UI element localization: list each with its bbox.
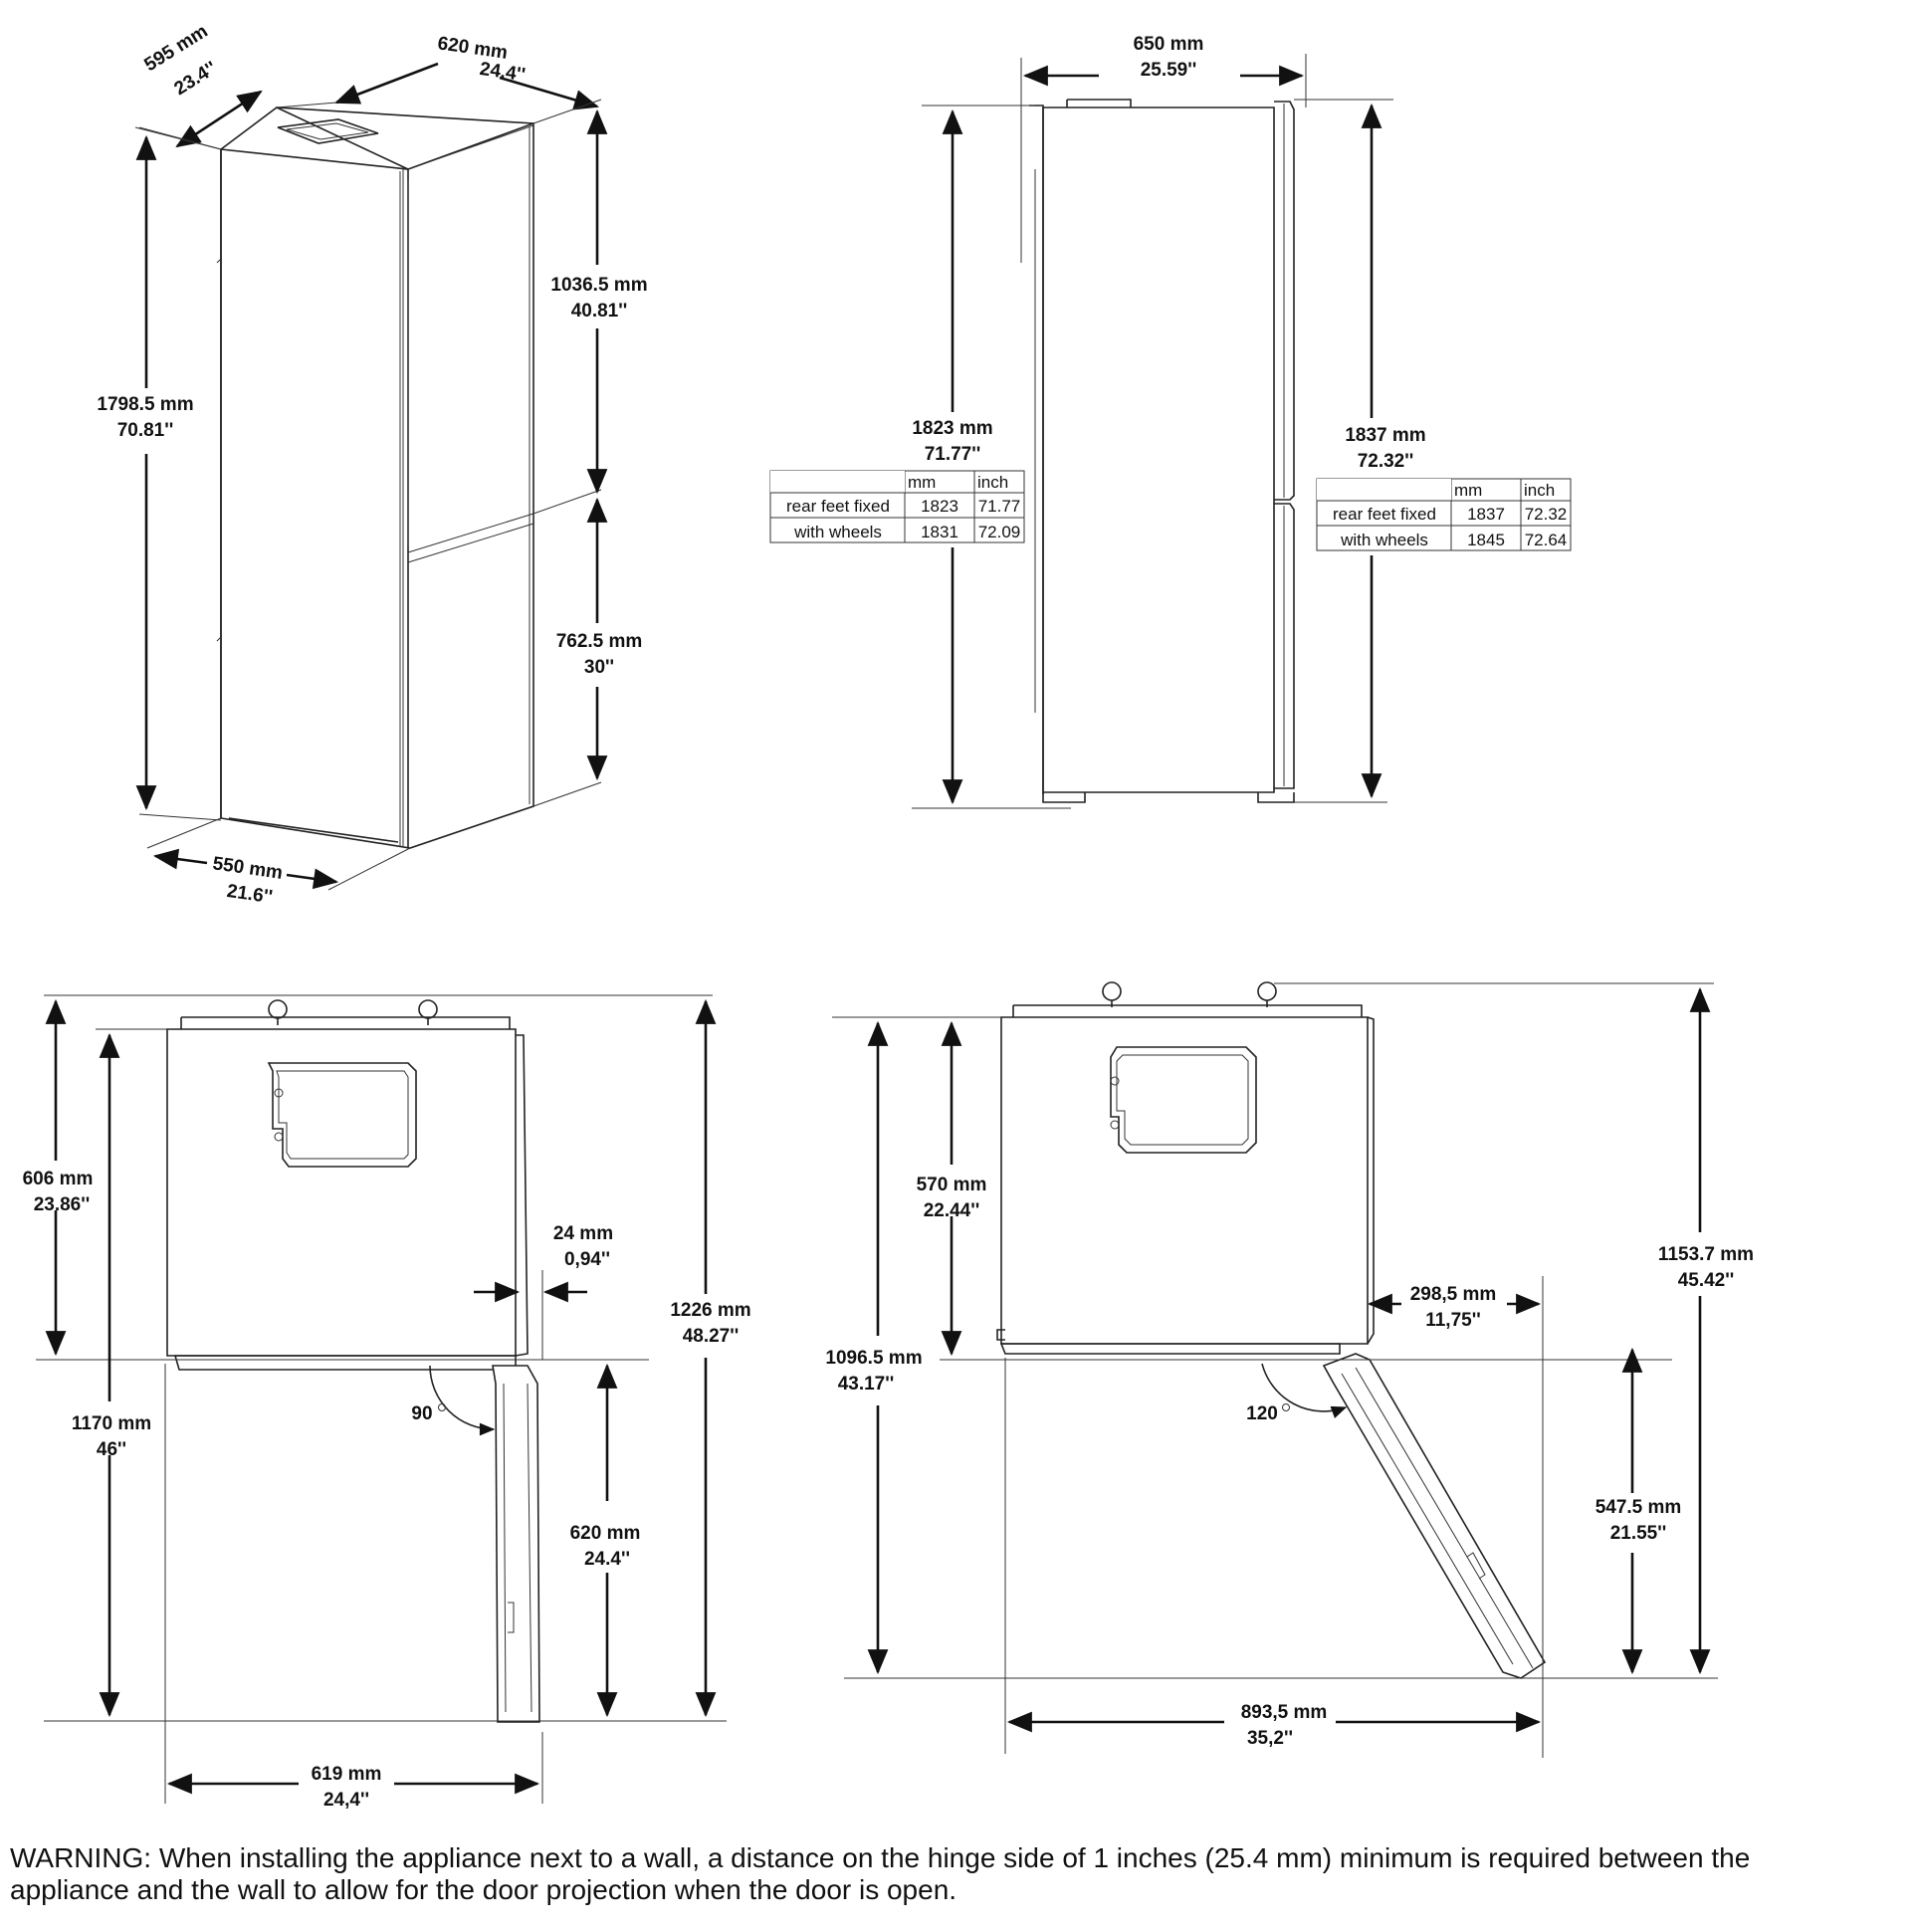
table-left-row1-inch: 71.77 [978, 497, 1021, 516]
table-left-row2-label: with wheels [793, 523, 882, 541]
angle-bl: 90 [411, 1365, 496, 1436]
dim-br-door: 547.5 mm 21.55'' [1595, 1347, 1682, 1675]
dim-br-depth: 570 mm 22.44'' [832, 1016, 1672, 1361]
table-right-row2-label: with wheels [1340, 531, 1428, 549]
table-left-heights: mm inch rear feet fixed 1823 71.77 with … [769, 470, 1025, 543]
dim-width-front-inch: 24.4'' [479, 59, 527, 86]
dim-br-door-mm: 547.5 mm [1595, 1497, 1682, 1518]
table-right-row1-mm: 1837 [1467, 505, 1505, 524]
dim-total-height-mm: 1798.5 mm [97, 394, 193, 415]
dim-bl-clearance-mm: 24 mm [553, 1223, 613, 1244]
dim-br-total-inch: 45.42'' [1678, 1270, 1735, 1291]
dim-side-width: 650 mm 25.59'' [1020, 34, 1307, 263]
dim-bl-clearance-inch: 0,94'' [564, 1249, 610, 1270]
table-left-row2-mm: 1831 [921, 523, 958, 541]
angle-br: 120 [1246, 1363, 1348, 1424]
dim-upper-door-mm: 1036.5 mm [550, 275, 647, 296]
dim-br-open-mm: 1096.5 mm [825, 1348, 922, 1369]
dim-right-height: 1837 mm 72.32'' [1294, 99, 1426, 803]
fridge-top-view-120 [996, 981, 1547, 1679]
dim-br-offset-inch: 11,75'' [1425, 1310, 1481, 1331]
dim-br-total-mm: 1153.7 mm [1658, 1244, 1754, 1265]
dim-base-depth-mm: 550 mm [211, 853, 284, 884]
dim-bl-open-mm: 1170 mm [72, 1413, 151, 1434]
dim-left-height-mm: 1823 mm [912, 418, 992, 439]
dim-bl-total-inch: 48.27'' [683, 1326, 740, 1347]
dim-total-height-inch: 70.81'' [117, 420, 174, 441]
dim-bl-depth-mm: 606 mm [23, 1169, 94, 1189]
dim-right-height-inch: 72.32'' [1358, 451, 1414, 472]
dim-lower-door: 762.5 mm 30'' [532, 497, 643, 807]
fridge-top-view-90 [166, 999, 540, 1723]
table-right-row2-mm: 1845 [1467, 531, 1505, 549]
dim-width-side-inch: 23.4'' [171, 58, 221, 100]
table-left-row1-label: rear feet fixed [786, 497, 890, 516]
dim-br-open: 1096.5 mm 43.17'' [825, 1020, 923, 1675]
dim-bl-depth-inch: 23.86'' [34, 1194, 91, 1215]
table-left-row1-mm: 1823 [921, 497, 958, 516]
dim-left-height-inch: 71.77'' [925, 444, 981, 465]
dim-upper-door-inch: 40.81'' [571, 301, 628, 322]
table-right-heights: mm inch rear feet fixed 1837 72.32 with … [1316, 478, 1572, 551]
dim-br-total: 1153.7 mm 45.42'' [844, 982, 1754, 1679]
dim-bl-total: 1226 mm 48.27'' [44, 998, 751, 1722]
dim-br-depth-inch: 22.44'' [924, 1200, 980, 1221]
dim-bl-total-mm: 1226 mm [670, 1300, 750, 1321]
dim-side-width-inch: 25.59'' [1141, 60, 1197, 81]
dim-br-width: 893,5 mm 35,2'' [1004, 1358, 1542, 1754]
dim-br-open-inch: 43.17'' [838, 1374, 895, 1395]
table-right-row1-label: rear feet fixed [1333, 505, 1436, 524]
dim-upper-door: 1036.5 mm 40.81'' [532, 99, 648, 515]
dim-bl-width-inch: 24,4'' [323, 1790, 369, 1811]
dim-bl-width-mm: 619 mm [312, 1764, 382, 1785]
table-right-header-mm: mm [1454, 481, 1482, 500]
fridge-side-view [1029, 99, 1295, 803]
dim-bl-door: 620 mm 24.4'' [570, 1363, 641, 1718]
table-right-header-inch: inch [1524, 481, 1555, 500]
dim-base-depth: 550 mm 21.6'' [146, 817, 411, 908]
dim-bl-open-inch: 46'' [97, 1439, 126, 1460]
angle-br-value: 120 [1246, 1403, 1278, 1424]
dim-br-depth-mm: 570 mm [917, 1175, 987, 1195]
dim-right-height-mm: 1837 mm [1345, 425, 1425, 446]
dim-bl-width: 619 mm 24,4'' [164, 1364, 543, 1811]
dim-total-height: 1798.5 mm 70.81'' [97, 126, 222, 821]
dim-br-width-mm: 893,5 mm [1241, 1702, 1328, 1723]
table-right-row2-inch: 72.64 [1525, 531, 1568, 549]
table-right-row1-inch: 72.32 [1525, 505, 1568, 524]
dim-bl-clearance: 24 mm 0,94'' [474, 1223, 613, 1360]
dim-lower-door-mm: 762.5 mm [556, 631, 643, 652]
dim-width-side: 595 mm 23.4'' [138, 21, 263, 150]
dim-width-front-mm: 620 mm [436, 33, 509, 64]
dim-bl-door-inch: 24.4'' [584, 1549, 630, 1570]
dim-left-height: 1823 mm 71.77'' [912, 105, 1071, 809]
table-left-row2-inch: 72.09 [978, 523, 1021, 541]
dim-br-door-inch: 21.55'' [1610, 1523, 1667, 1544]
dim-width-front: 620 mm 24.4'' [276, 33, 599, 110]
dim-bl-depth: 606 mm 23.86'' [23, 994, 713, 1361]
dim-side-width-mm: 650 mm [1134, 34, 1204, 55]
warning-text: WARNING: When installing the appliance n… [10, 1842, 1751, 1905]
dim-br-width-inch: 35,2'' [1247, 1728, 1293, 1749]
dim-br-offset-mm: 298,5 mm [1410, 1284, 1497, 1305]
fridge-isometric-view [216, 107, 534, 849]
table-left-header-mm: mm [908, 473, 936, 492]
dim-bl-open: 1170 mm 46'' [72, 1028, 167, 1718]
dim-base-depth-inch: 21.6'' [226, 881, 274, 908]
dim-lower-door-inch: 30'' [584, 657, 614, 678]
table-left-header-inch: inch [977, 473, 1008, 492]
dim-br-offset: 298,5 mm 11,75'' [1367, 1276, 1544, 1758]
dim-bl-door-mm: 620 mm [570, 1523, 641, 1544]
angle-bl-value: 90 [411, 1403, 432, 1424]
